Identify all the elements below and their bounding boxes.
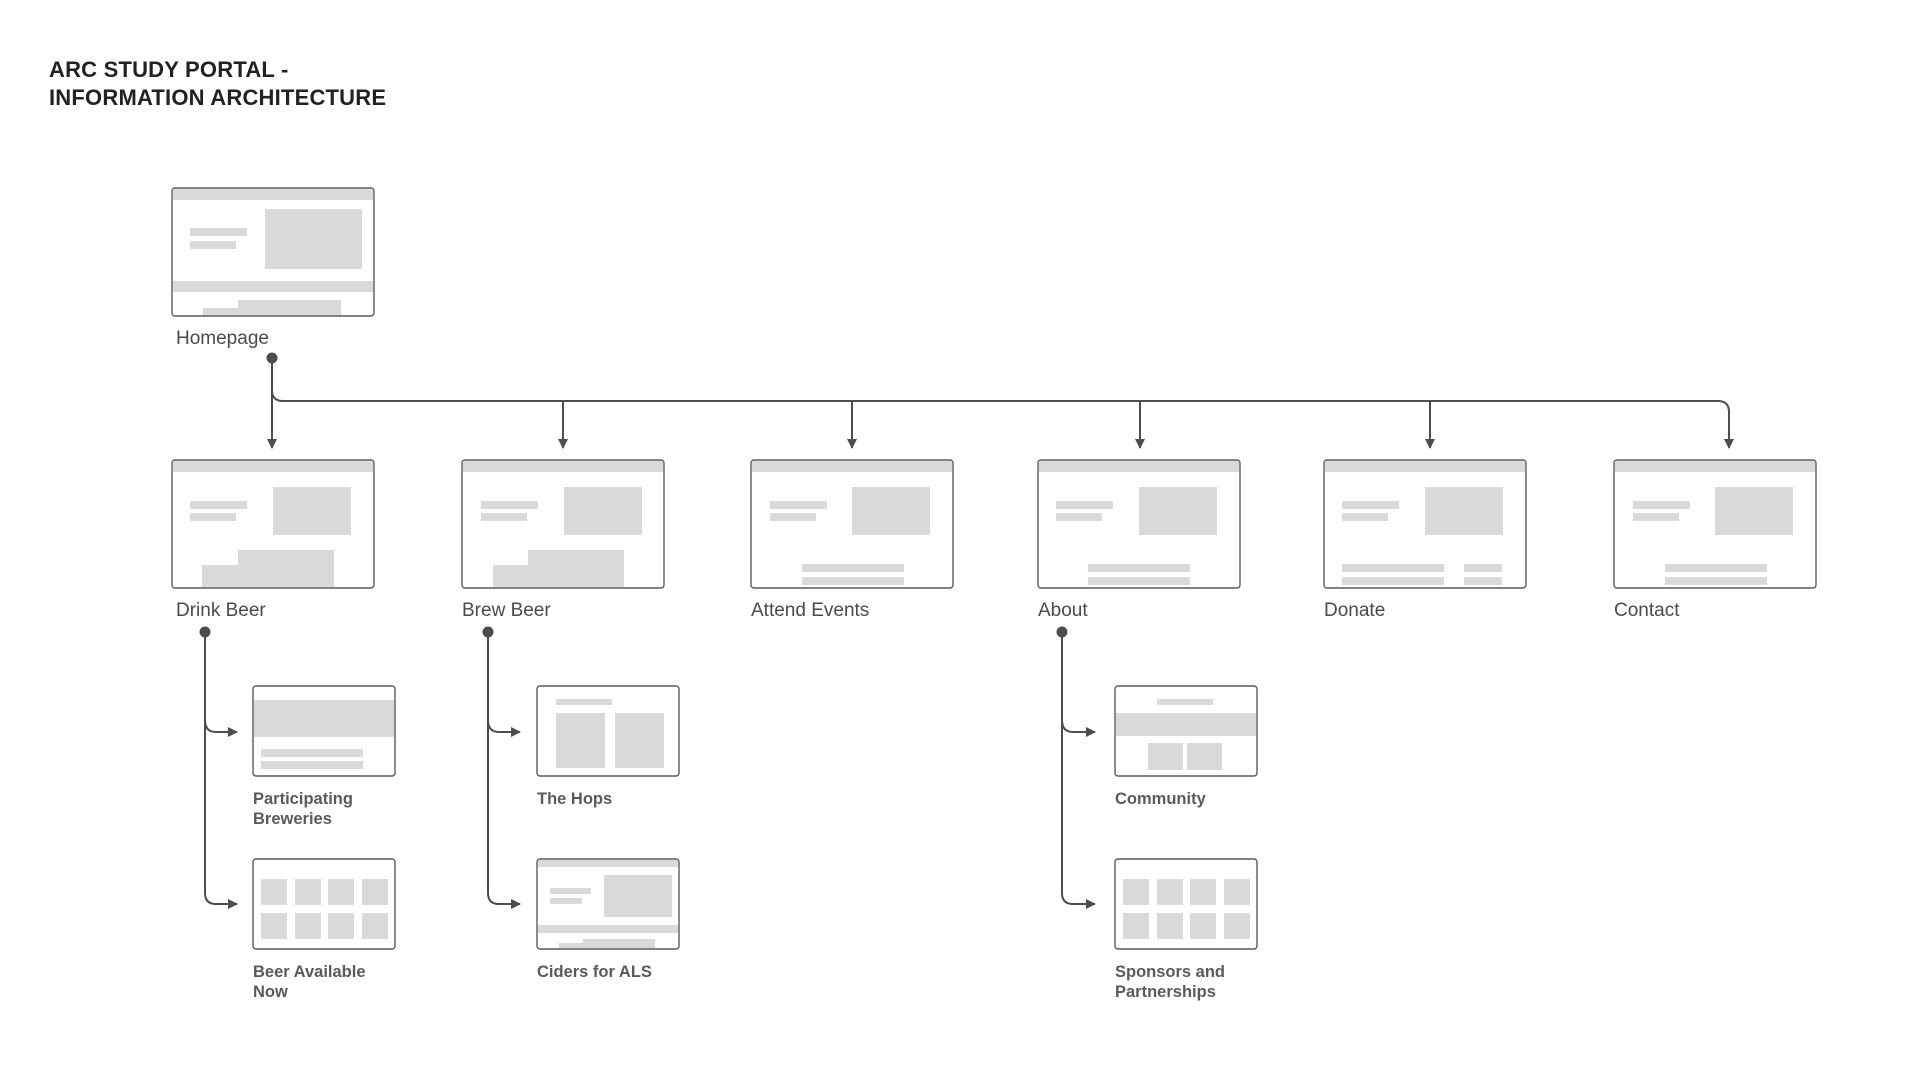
- node-label-about: About: [1038, 600, 1088, 621]
- beer-available-now-label-line-2: Now: [253, 983, 288, 1001]
- the-hops-label-line-1: The Hops: [537, 790, 612, 808]
- the-hops-wireframe-thumbnail: [536, 685, 680, 777]
- community-wireframe-thumbnail: [1114, 685, 1258, 777]
- participating-breweries-wireframe-thumbnail: [252, 685, 396, 777]
- beer-available-now-wireframe-thumbnail: [252, 858, 396, 950]
- ciders-for-als-label-line-1: Ciders for ALS: [537, 963, 652, 981]
- node-label-beer-available-now: Beer Available Now: [253, 963, 370, 1001]
- node-participating-breweries: Participating Breweries: [252, 685, 396, 828]
- node-label-sponsors-and-partnerships: Sponsors and Partnerships: [1115, 963, 1230, 1001]
- node-attend-events: Attend Events: [750, 459, 954, 621]
- diagram-title-line-1: ARC STUDY PORTAL -: [49, 57, 289, 82]
- node-brew-beer: Brew Beer: [461, 459, 665, 621]
- attend-events-wireframe-thumbnail: [750, 459, 954, 589]
- participating-breweries-label-line-1: Participating: [253, 790, 353, 808]
- connector-homepage-bus: [271, 389, 1734, 449]
- community-label-line-1: Community: [1115, 790, 1207, 808]
- node-ciders-for-als: Ciders for ALS: [536, 858, 680, 981]
- node-label-brew-beer: Brew Beer: [462, 600, 551, 621]
- sponsors-and-partnerships-wireframe-thumbnail: [1114, 858, 1258, 950]
- diagram-title-line-2: INFORMATION ARCHITECTURE: [49, 85, 387, 110]
- drink-beer-wireframe-thumbnail: [171, 459, 375, 589]
- node-label-participating-breweries: Participating Breweries: [253, 790, 358, 828]
- connector-to-sponsors-and-partnerships: [1061, 632, 1096, 909]
- node-homepage: Homepage: [171, 187, 375, 349]
- node-about: About: [1037, 459, 1241, 621]
- node-label-donate: Donate: [1324, 600, 1385, 621]
- node-the-hops: The Hops: [536, 685, 680, 808]
- connectors: [199, 352, 1734, 909]
- contact-wireframe-thumbnail: [1613, 459, 1817, 589]
- connector-to-community: [1061, 719, 1096, 737]
- node-sponsors-and-partnerships: Sponsors and Partnerships: [1114, 858, 1258, 1001]
- participating-breweries-label-line-2: Breweries: [253, 810, 332, 828]
- homepage-wireframe-thumbnail: [171, 187, 375, 317]
- node-drink-beer: Drink Beer: [171, 459, 375, 621]
- sponsors-and-partnerships-label-line-2: Partnerships: [1115, 983, 1216, 1001]
- node-label-the-hops: The Hops: [537, 790, 612, 808]
- connector-to-the-hops: [487, 719, 521, 737]
- beer-available-now-label-line-1: Beer Available: [253, 963, 366, 981]
- connector-to-beer-available-now: [204, 632, 238, 909]
- node-donate: Donate: [1323, 459, 1527, 621]
- about-wireframe-thumbnail: [1037, 459, 1241, 589]
- node-label-drink-beer: Drink Beer: [176, 600, 266, 621]
- node-beer-available-now: Beer Available Now: [252, 858, 396, 1001]
- donate-wireframe-thumbnail: [1323, 459, 1527, 589]
- connector-to-ciders-for-als: [487, 632, 521, 909]
- node-community: Community: [1114, 685, 1258, 808]
- node-label-homepage: Homepage: [176, 328, 269, 349]
- node-label-ciders-for-als: Ciders for ALS: [537, 963, 652, 981]
- connector-to-participating-breweries: [204, 719, 238, 737]
- node-contact: Contact: [1613, 459, 1817, 621]
- brew-beer-wireframe-thumbnail: [461, 459, 665, 589]
- node-label-community: Community: [1115, 790, 1207, 808]
- node-label-contact: Contact: [1614, 600, 1680, 621]
- node-label-attend-events: Attend Events: [751, 600, 869, 621]
- diagram-title: ARC STUDY PORTAL - INFORMATION ARCHITECT…: [49, 56, 386, 112]
- sponsors-and-partnerships-label-line-1: Sponsors and: [1115, 963, 1225, 981]
- ciders-for-als-wireframe-thumbnail: [536, 858, 680, 950]
